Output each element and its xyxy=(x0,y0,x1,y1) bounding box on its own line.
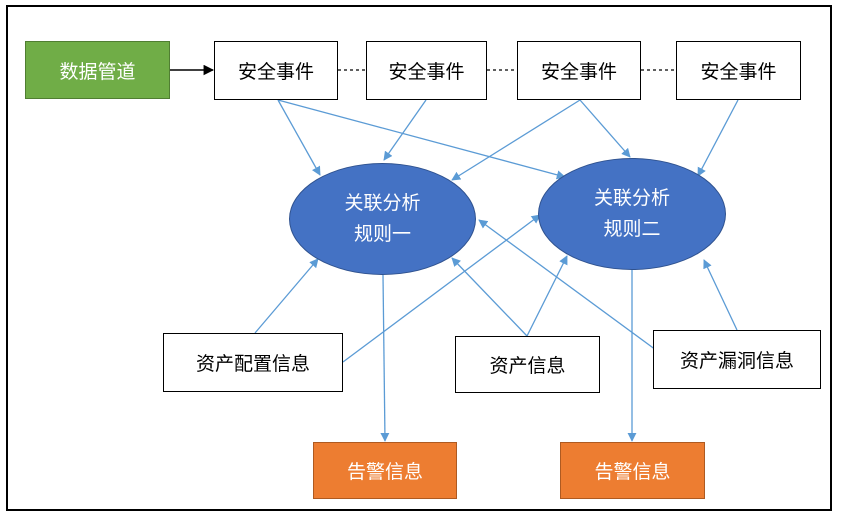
security-event-label: 安全事件 xyxy=(540,61,617,83)
alert-box-1: 告警信息 xyxy=(313,442,457,499)
asset-config-info-box: 资产配置信息 xyxy=(163,333,343,392)
rule-to-alert-arrows xyxy=(380,270,637,442)
data-pipeline-box: 数据管道 xyxy=(25,41,170,99)
asset-info-box: 资产信息 xyxy=(455,336,600,393)
correlation-rule-1: 关联分析 规则一 xyxy=(289,163,476,275)
asset-vuln-info-label: 资产漏洞信息 xyxy=(679,350,794,372)
correlation-rule-2: 关联分析 规则二 xyxy=(538,158,726,270)
info-to-rule-arrows xyxy=(254,214,738,363)
alert-box-2: 告警信息 xyxy=(560,442,705,499)
alert-label: 告警信息 xyxy=(594,461,671,483)
rule-subtitle: 规则一 xyxy=(353,223,411,245)
rule-title: 关联分析 xyxy=(344,192,421,214)
asset-vuln-info-box: 资产漏洞信息 xyxy=(653,330,821,389)
security-event-label: 安全事件 xyxy=(700,61,777,83)
security-event-box-1: 安全事件 xyxy=(214,41,338,100)
rule-subtitle: 规则二 xyxy=(603,218,661,240)
security-event-box-3: 安全事件 xyxy=(517,41,641,100)
diagram-frame xyxy=(6,5,832,511)
data-pipeline-label: 数据管道 xyxy=(59,60,136,83)
asset-info-label: 资产信息 xyxy=(489,355,566,377)
security-event-label: 安全事件 xyxy=(388,61,465,83)
alert-label: 告警信息 xyxy=(346,461,423,483)
asset-config-info-label: 资产配置信息 xyxy=(195,353,310,375)
event-to-rule-arrows xyxy=(277,99,739,181)
security-event-box-4: 安全事件 xyxy=(676,41,801,100)
rule-title: 关联分析 xyxy=(593,187,670,209)
security-event-box-2: 安全事件 xyxy=(366,41,487,100)
security-event-label: 安全事件 xyxy=(237,61,314,83)
